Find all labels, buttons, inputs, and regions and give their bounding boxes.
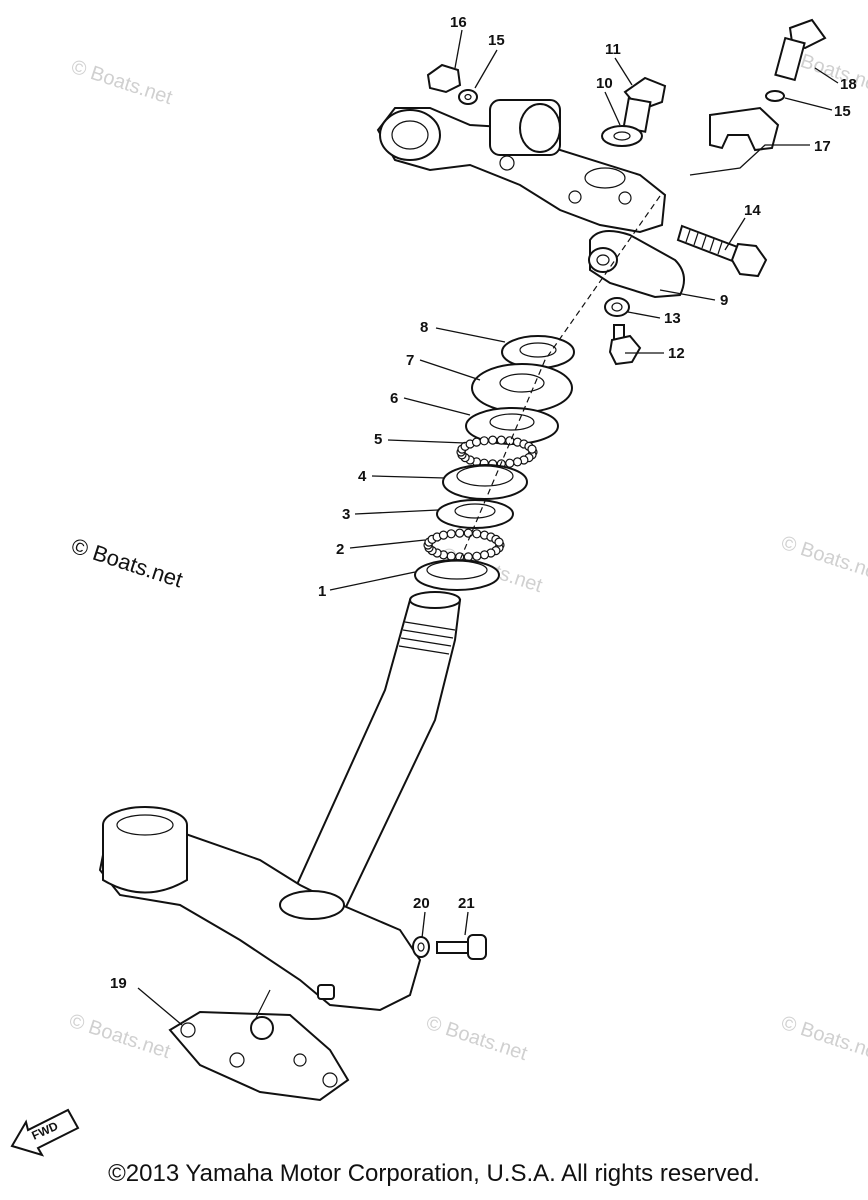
bearing-ball — [527, 444, 537, 454]
bearing-ball — [472, 529, 482, 539]
part-5-ball-bearing — [456, 435, 538, 469]
part-9-handle-clamp — [588, 230, 685, 299]
callout-1: 1 — [318, 583, 326, 600]
callout-4: 4 — [358, 468, 367, 485]
under-bracket — [98, 806, 422, 1012]
watermark-dark: © Boats.net — [68, 533, 185, 592]
callout-2: 2 — [336, 541, 344, 558]
part-15-washer-right — [765, 90, 785, 102]
callout-16: 16 — [450, 14, 467, 31]
bearing-ball — [496, 435, 506, 445]
part-15-washer-left — [458, 89, 478, 105]
part-19-plate — [168, 1010, 350, 1102]
callout-14: 14 — [744, 202, 761, 219]
callout-11: 11 — [605, 41, 621, 58]
bearing-ball — [479, 436, 489, 446]
callout-5: 5 — [374, 431, 382, 448]
fwd-arrow-icon: FWD — [10, 1108, 80, 1157]
part-12-bolt — [608, 324, 642, 366]
callout-3: 3 — [342, 506, 350, 523]
axis-line — [459, 195, 661, 561]
bearing-ball — [505, 458, 515, 468]
part-8-ring-nut — [501, 335, 575, 369]
part-21-bolt — [436, 934, 487, 960]
bearing-ball — [472, 551, 482, 561]
part-1-bearing-race — [414, 559, 500, 591]
callout-17: 17 — [814, 138, 831, 155]
callout-7: 7 — [406, 352, 414, 369]
part-20-washer — [412, 936, 430, 958]
part-16-nut — [426, 63, 462, 94]
axis-line-lower — [254, 989, 271, 1021]
bearing-ball — [512, 457, 523, 467]
part-14-pinch-bolt — [676, 224, 768, 278]
bearing-ball — [494, 537, 504, 547]
callout-15-left: 15 — [488, 32, 505, 49]
leader-lines — [137, 29, 839, 1026]
part-18-bolt — [774, 18, 827, 82]
upper-bracket — [376, 99, 667, 234]
bearing-ball — [471, 437, 482, 447]
callout-9: 9 — [720, 292, 728, 309]
callouts: 1 2 3 4 5 6 7 8 9 10 11 12 13 14 15 15 1… — [110, 14, 857, 992]
part-13-washer — [604, 297, 630, 317]
watermark-7: © Boats.net — [778, 1012, 868, 1065]
watermark-3: © Boats.net — [778, 532, 868, 585]
bearing-ball — [438, 530, 449, 540]
bearing-ball — [488, 435, 498, 445]
bearing-ball — [479, 550, 490, 560]
callout-10: 10 — [596, 75, 613, 92]
watermark-6: © Boats.net — [423, 1012, 530, 1065]
steering-stem — [288, 591, 462, 932]
part-3-bearing-race — [436, 499, 514, 529]
watermark-5: © Boats.net — [66, 1010, 173, 1063]
part-2-ball-bearing — [423, 528, 505, 562]
bearing-ball — [446, 551, 456, 561]
part-17-handle-holder — [709, 106, 780, 152]
bearing-ball — [455, 528, 465, 538]
callout-20: 20 — [413, 895, 430, 912]
callout-15-right: 15 — [834, 103, 851, 120]
callout-19: 19 — [110, 975, 127, 992]
callout-8: 8 — [420, 319, 428, 336]
part-10-washer — [601, 125, 643, 147]
callout-21: 21 — [458, 895, 475, 912]
part-11-crown-bolt — [622, 76, 667, 133]
callout-13: 13 — [664, 310, 681, 327]
part-7-cover — [471, 363, 573, 413]
bearing-ball — [446, 529, 456, 539]
part-4-bearing-race — [442, 464, 528, 500]
callout-12: 12 — [668, 345, 685, 362]
bearing-ball — [463, 528, 473, 538]
callout-6: 6 — [390, 390, 398, 407]
watermark-1: © Boats.net — [68, 56, 175, 109]
callout-18: 18 — [840, 76, 857, 93]
copyright-notice: ©2013 Yamaha Motor Corporation, U.S.A. A… — [108, 1160, 760, 1187]
